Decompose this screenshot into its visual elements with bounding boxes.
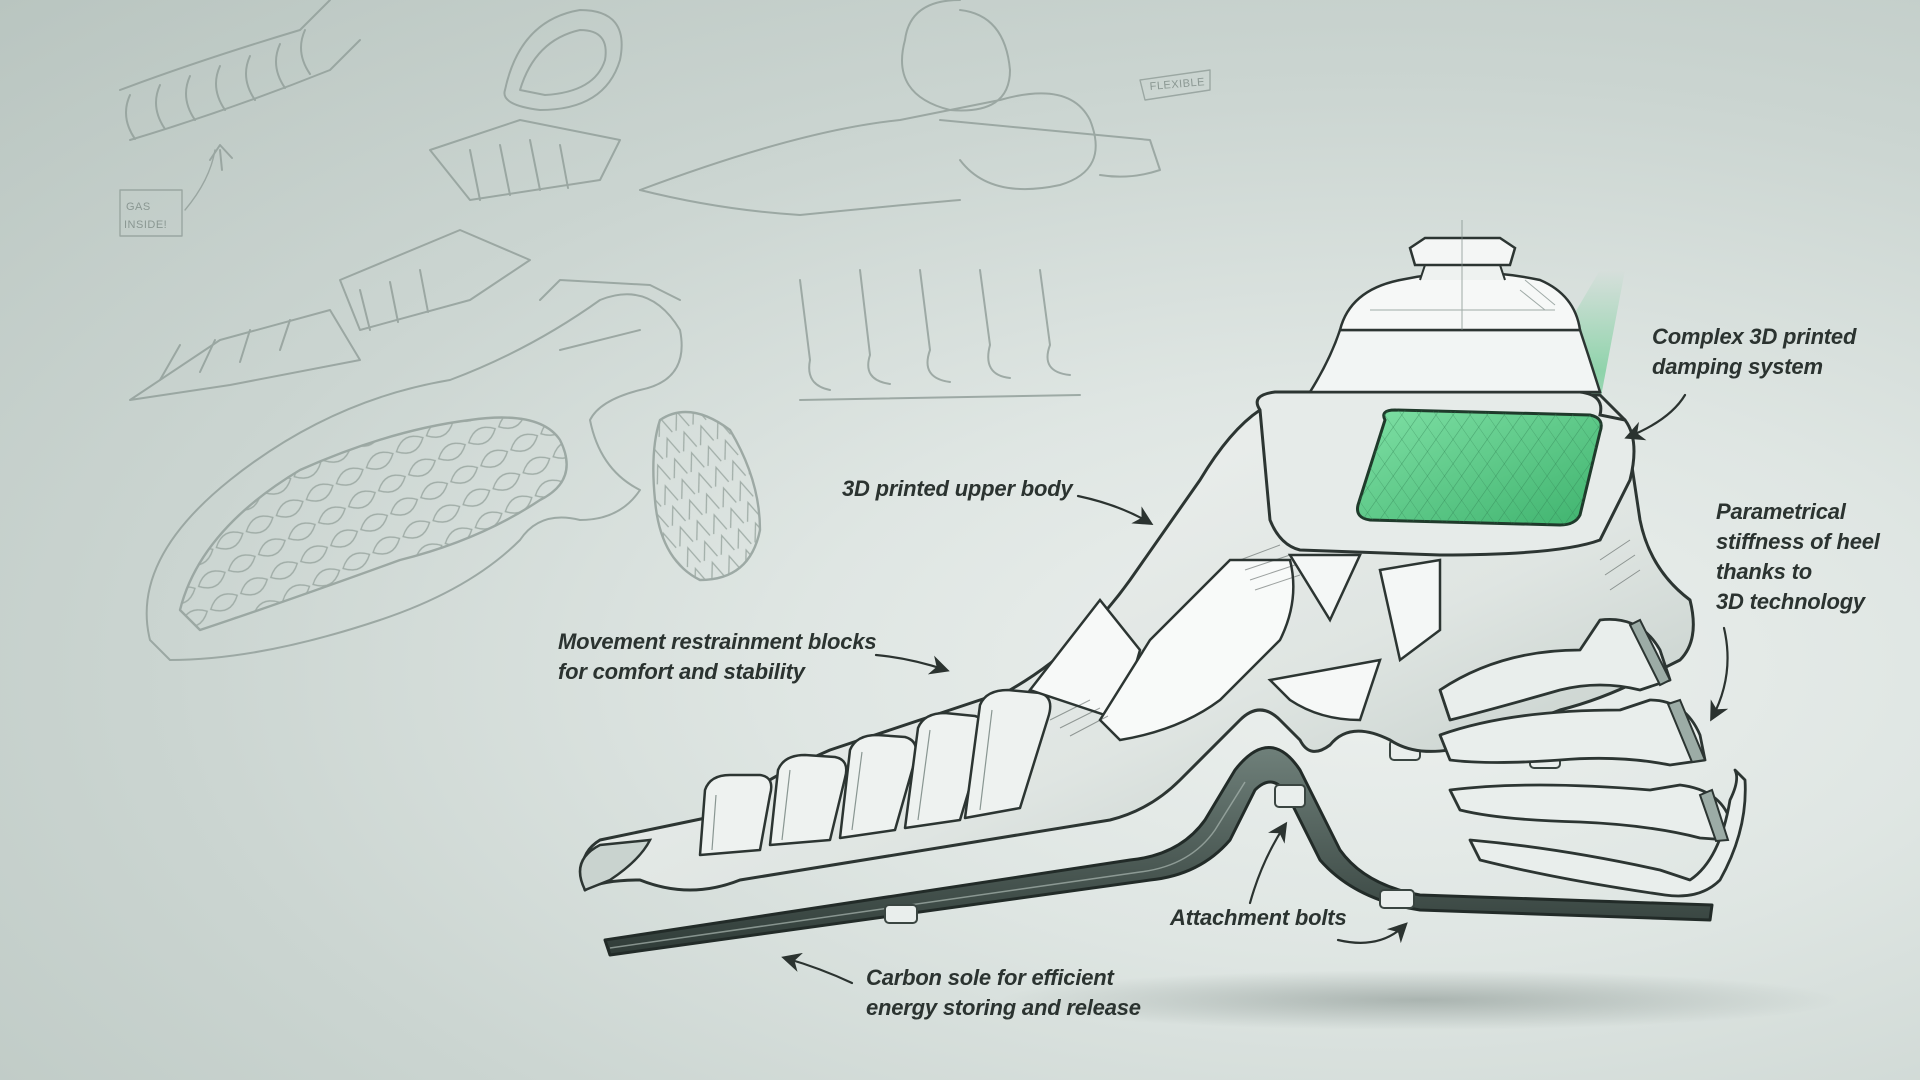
annotation-arrows (781, 393, 1729, 985)
callout-heel-stiffness: Parametrical stiffness of heel thanks to… (1716, 497, 1880, 617)
flexible-tag: FLEXIBLE (1149, 76, 1205, 93)
callout-damping-line2: damping system (1652, 354, 1823, 379)
callout-heel-line3: thanks to (1716, 559, 1812, 584)
callout-heel-line2: stiffness of heel (1716, 529, 1880, 554)
heel-spring-4 (1468, 768, 1747, 898)
arrow-upper-body (1076, 494, 1154, 526)
callout-attachment-bolts: Attachment bolts (1170, 903, 1347, 933)
callout-restraint-line2: for comfort and stability (558, 659, 805, 684)
carbon-sole (603, 746, 1714, 957)
arrow-restraint (874, 653, 950, 675)
arrow-damping (1624, 393, 1687, 441)
bolt-3 (1379, 889, 1415, 909)
callout-upper-body-line1: 3D printed upper body (842, 476, 1073, 501)
arrow-bolts-right (1336, 922, 1408, 944)
arrow-heel (1710, 626, 1729, 722)
background-pencil-sketches (119, 0, 1211, 661)
callout-heel-line1: Parametrical (1716, 499, 1846, 524)
callout-damping-line1: Complex 3D printed (1652, 324, 1857, 349)
heel-spring-2 (1438, 698, 1707, 767)
callout-damping-system: Complex 3D printed damping system (1652, 322, 1856, 382)
callout-heel-line4: 3D technology (1716, 589, 1865, 614)
gas-tag-line1: GAS (126, 201, 151, 213)
prosthetic-foot-render (578, 220, 1747, 957)
callout-upper-body: 3D printed upper body (842, 474, 1073, 504)
adapter-dome (1338, 271, 1582, 332)
bolt-2 (1274, 784, 1306, 808)
adapter-ring (1307, 328, 1602, 394)
gas-tag-line2: INSIDE! (124, 219, 167, 231)
callout-sole-line2: energy storing and release (866, 995, 1141, 1020)
callout-carbon-sole: Carbon sole for efficient energy storing… (866, 963, 1141, 1023)
floor-shadow (1000, 970, 1840, 1030)
callout-restraint-blocks: Movement restrainment blocks for comfort… (558, 627, 877, 687)
bolt-1 (884, 904, 918, 924)
arrow-sole (781, 952, 854, 985)
arrow-bolts-left (1248, 821, 1288, 905)
heel-spring-1 (1438, 617, 1672, 722)
callout-restraint-line1: Movement restrainment blocks (558, 629, 877, 654)
heel-spring-3 (1448, 783, 1732, 842)
callout-bolts-line1: Attachment bolts (1170, 905, 1347, 930)
heel-springs (1438, 617, 1747, 898)
callout-sole-line1: Carbon sole for efficient (866, 965, 1114, 990)
restraint-block-1 (698, 773, 773, 857)
